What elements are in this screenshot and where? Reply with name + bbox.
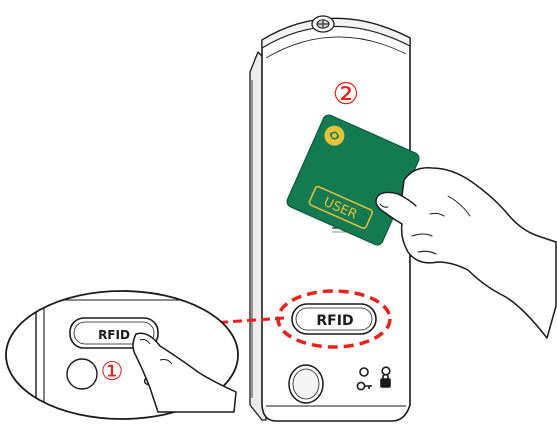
round-button[interactable] <box>289 365 323 403</box>
step-1-label: ① <box>100 357 123 387</box>
zoom-rfid-label: RFID <box>98 328 130 342</box>
top-screw-icon <box>312 16 334 32</box>
step-2-label: ② <box>333 77 360 112</box>
rfid-button-label: RFID <box>316 313 353 329</box>
